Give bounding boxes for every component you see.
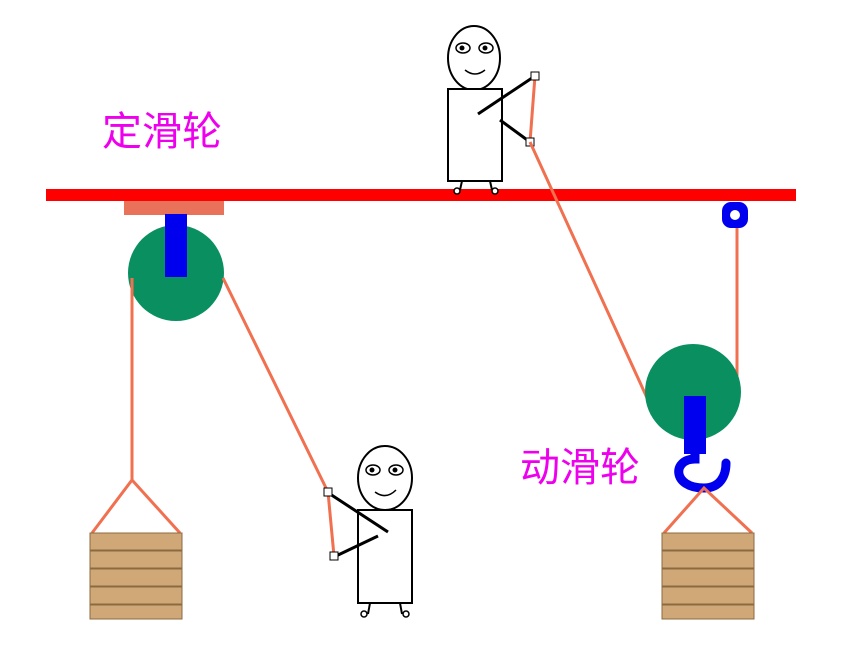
person-icon: [447, 25, 540, 195]
movable-pulley: [645, 344, 741, 493]
fixed-pulley-rope-right: [221, 277, 330, 493]
movable-pulley-axle: [684, 396, 706, 454]
rope-anchor: [722, 202, 748, 228]
pulley-wheel-icon: [645, 344, 741, 440]
fixed-pulley: [124, 201, 224, 321]
movable-pulley-rope-left: [528, 141, 650, 401]
right-crate-sling: [662, 485, 754, 535]
person-icon: [323, 445, 413, 618]
crate-icon: [89, 477, 183, 620]
ceiling-beam: [46, 189, 796, 201]
fixed-pulley-mount: [124, 201, 224, 215]
left-crate-sling: [90, 477, 182, 535]
crate-icon: [661, 485, 755, 620]
fixed-pulley-label: 定滑轮: [102, 109, 222, 155]
movable-pulley-label: 动滑轮: [520, 445, 640, 491]
fixed-pulley-axle: [165, 214, 187, 277]
hook-icon: [674, 448, 731, 493]
